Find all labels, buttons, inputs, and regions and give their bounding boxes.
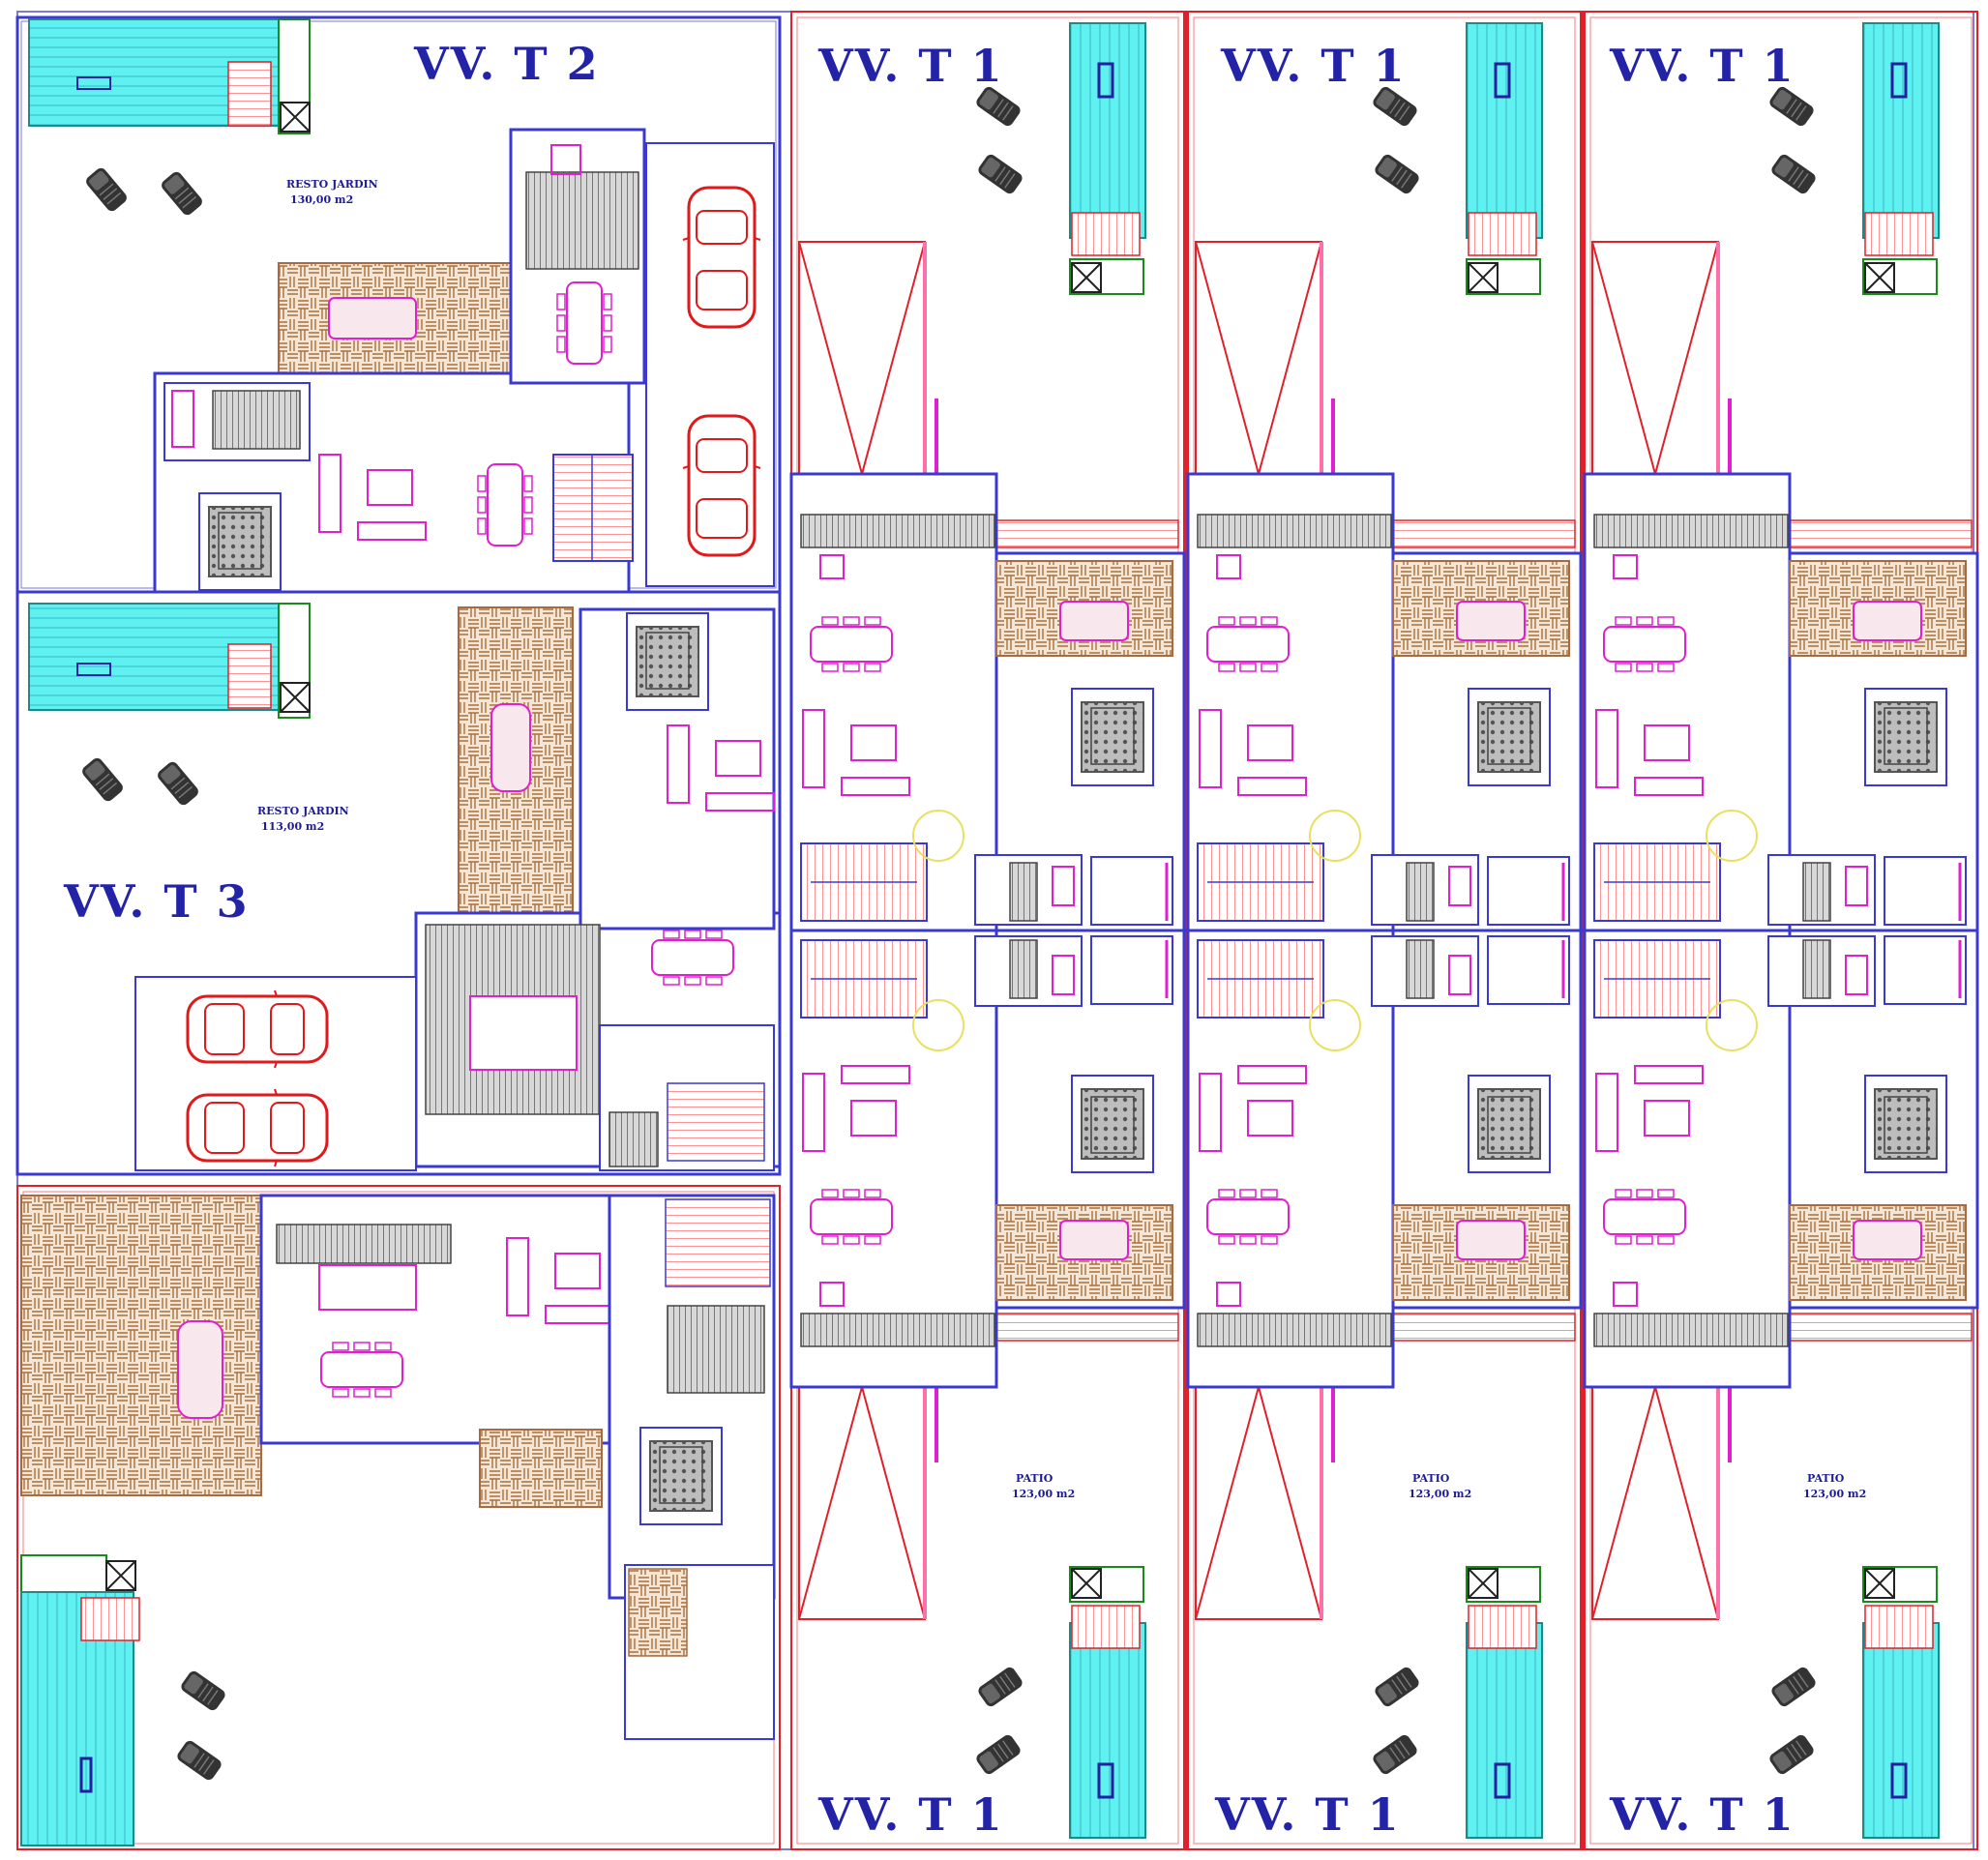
- unit-title-vv-t2: VV. T 2: [413, 38, 600, 90]
- area-label-resto-jardin-t3-size: 113,00 m2: [261, 820, 324, 833]
- area-label-resto-jardin-t3-name: RESTO JARDIN: [257, 805, 349, 817]
- area-label-resto-jardin-t2-name: RESTO JARDIN: [286, 178, 378, 191]
- unit-title-t1-bot-c: VV. T 1: [1609, 1788, 1795, 1841]
- area-label-patio-a-name: PATIO: [1016, 1472, 1053, 1485]
- unit-title-t1-top-a: VV. T 1: [817, 40, 1004, 92]
- unit-vv-t2: VV. T 2 RESTO JARDIN 130,00 m2: [15, 15, 782, 594]
- area-label-patio-b-size: 123,00 m2: [1409, 1488, 1471, 1500]
- unit-title-t1-bot-b: VV. T 1: [1214, 1788, 1401, 1841]
- area-label-patio-b-name: PATIO: [1412, 1472, 1450, 1485]
- unit-title-t1-bot-a: VV. T 1: [817, 1788, 1004, 1841]
- area-label-patio-c-name: PATIO: [1807, 1472, 1845, 1485]
- area-label-resto-jardin-t2-size: 130,00 m2: [290, 193, 353, 206]
- unit-title-t1-top-b: VV. T 1: [1220, 40, 1407, 92]
- unit-vv-t3: VV. T 3 RESTO JARDIN 113,00 m2: [15, 590, 782, 1176]
- area-label-patio-c-size: 123,00 m2: [1803, 1488, 1866, 1500]
- unit-vv-t1-column-b: VV. T 1 VV. T 1 PATIO 123,00 m2: [1188, 12, 1584, 1849]
- unit-title-t1-top-c: VV. T 1: [1609, 40, 1795, 92]
- unit-vv-t3-garden-block: [16, 1185, 781, 1850]
- unit-title-vv-t3: VV. T 3: [63, 875, 250, 928]
- area-label-patio-a-size: 123,00 m2: [1012, 1488, 1075, 1500]
- unit-vv-t1-column-a: VV. T 1 VV. T 1 PATIO 123,00 m2: [791, 12, 1187, 1849]
- unit-vv-t1-column-c: VV. T 1 VV. T 1 PATIO 123,00 m2: [1585, 12, 1977, 1849]
